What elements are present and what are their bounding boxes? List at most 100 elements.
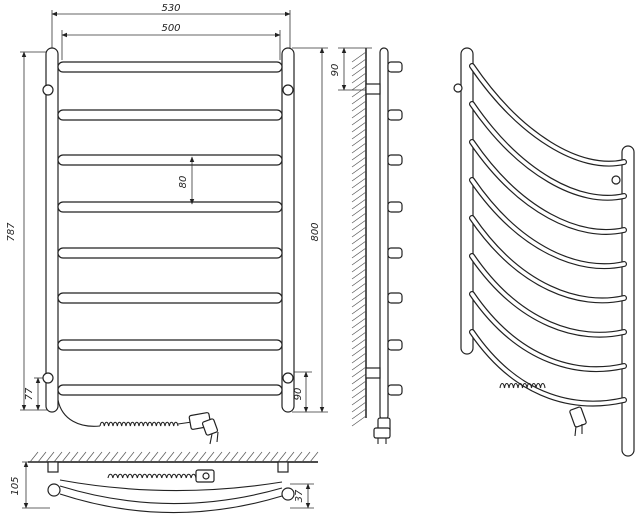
hatch-mark bbox=[351, 191, 367, 203]
perspective-rung-inner-2 bbox=[470, 102, 626, 200]
side-rung-end-8 bbox=[387, 384, 403, 396]
hatch-mark bbox=[351, 296, 367, 308]
top-hatch-mark bbox=[61, 451, 71, 463]
hatch-mark bbox=[351, 247, 367, 259]
dim-overall-width: 530 bbox=[161, 3, 180, 14]
hatch-mark bbox=[351, 198, 367, 210]
hatch-mark bbox=[351, 135, 367, 147]
top-view: 105 37 bbox=[10, 451, 319, 514]
front-view: 530 500 787 77 800 90 bbox=[6, 3, 328, 445]
dim-bottom-offset-right: 90 bbox=[293, 388, 304, 401]
hatch-mark bbox=[351, 177, 367, 189]
perspective-coiled-cable bbox=[499, 382, 546, 389]
power-plug bbox=[188, 412, 219, 445]
hatch-mark bbox=[351, 268, 367, 280]
top-hatch-mark bbox=[293, 451, 303, 463]
hatch-mark bbox=[351, 128, 367, 140]
front-rungs bbox=[57, 61, 283, 396]
perspective-rung-inner-8 bbox=[470, 330, 626, 406]
hatch-mark bbox=[351, 72, 367, 84]
top-hatch-mark bbox=[205, 451, 215, 463]
side-rung-end-2 bbox=[387, 109, 403, 121]
top-hatch-mark bbox=[109, 451, 119, 463]
side-rung-end-1 bbox=[387, 61, 403, 73]
hatch-mark bbox=[351, 387, 367, 399]
side-rung-end-5 bbox=[387, 247, 403, 259]
side-rung-end-3 bbox=[387, 154, 403, 166]
top-hatch-mark bbox=[165, 451, 175, 463]
rung-3 bbox=[57, 154, 283, 166]
side-bracket-bottom bbox=[365, 367, 381, 379]
rung-6 bbox=[57, 292, 283, 304]
top-hatch-mark bbox=[85, 451, 95, 463]
rung-8 bbox=[57, 384, 283, 396]
top-hatch-mark bbox=[181, 451, 191, 463]
rung-5 bbox=[57, 247, 283, 259]
perspective-rungs bbox=[469, 63, 627, 407]
side-post bbox=[379, 47, 389, 421]
hatch-mark bbox=[351, 149, 367, 161]
top-hatch-mark bbox=[269, 451, 279, 463]
perspective-rung-1 bbox=[469, 63, 627, 167]
top-hatch-mark bbox=[69, 451, 79, 463]
hatch-mark bbox=[351, 352, 367, 364]
perspective-rung-inner-3 bbox=[470, 140, 626, 234]
side-rung-end-4 bbox=[387, 201, 403, 213]
hatch-mark bbox=[351, 205, 367, 217]
top-hatch-mark bbox=[133, 451, 143, 463]
power-cable bbox=[57, 399, 101, 427]
perspective-rung-2 bbox=[469, 101, 627, 201]
hatch-mark bbox=[351, 401, 367, 413]
hatch-mark bbox=[351, 345, 367, 357]
dim-side-top-offset: 90 bbox=[330, 64, 341, 77]
hatch-mark bbox=[351, 212, 367, 224]
top-hatch-mark bbox=[237, 451, 247, 463]
side-rung-ends bbox=[387, 61, 403, 396]
hatch-mark bbox=[351, 219, 367, 231]
rung-2 bbox=[57, 109, 283, 121]
top-hatch-mark bbox=[197, 451, 207, 463]
hatch-mark bbox=[351, 65, 367, 77]
dim-inner-width: 500 bbox=[161, 23, 180, 34]
hatch-mark bbox=[351, 93, 367, 105]
hatch-mark bbox=[351, 394, 367, 406]
coiled-cable bbox=[99, 421, 179, 427]
side-rung-end-7 bbox=[387, 339, 403, 351]
hatch-mark bbox=[351, 240, 367, 252]
hatch-mark bbox=[351, 275, 367, 287]
perspective-left-post bbox=[460, 47, 474, 355]
top-hatch-mark bbox=[53, 451, 63, 463]
dim-post-height: 800 bbox=[310, 222, 321, 241]
dim-overall-height: 787 bbox=[6, 222, 17, 242]
bracket-bottom-right bbox=[282, 372, 294, 384]
hatch-mark bbox=[351, 324, 367, 336]
hatch-mark bbox=[351, 310, 367, 322]
hatch-mark bbox=[351, 254, 367, 266]
hatch-mark bbox=[351, 415, 367, 427]
top-hatch-mark bbox=[221, 451, 231, 463]
hatch-mark bbox=[351, 163, 367, 175]
hatch-mark bbox=[351, 317, 367, 329]
top-plug bbox=[195, 469, 215, 483]
hatch-mark bbox=[351, 233, 367, 245]
perspective-rung-inner-6 bbox=[470, 254, 626, 337]
hatch-mark bbox=[351, 303, 367, 315]
top-hatch-mark bbox=[261, 451, 271, 463]
top-hatch-mark bbox=[189, 451, 199, 463]
rung-7 bbox=[57, 339, 283, 351]
side-plug bbox=[373, 417, 391, 444]
hatch-mark bbox=[351, 79, 367, 91]
hatch-mark bbox=[351, 51, 367, 63]
bracket-top-right bbox=[282, 84, 294, 96]
rung-1 bbox=[57, 61, 283, 73]
hatch-mark bbox=[351, 282, 367, 294]
hatch-mark bbox=[351, 226, 367, 238]
hatch-mark bbox=[351, 380, 367, 392]
top-hatch-mark bbox=[141, 451, 151, 463]
perspective-rung-inner-4 bbox=[470, 178, 626, 268]
perspective-plug bbox=[569, 406, 587, 437]
perspective-rung-3 bbox=[469, 139, 627, 235]
top-hatch-mark bbox=[29, 451, 39, 463]
hatch-mark bbox=[351, 100, 367, 112]
top-hatch-mark bbox=[285, 451, 295, 463]
